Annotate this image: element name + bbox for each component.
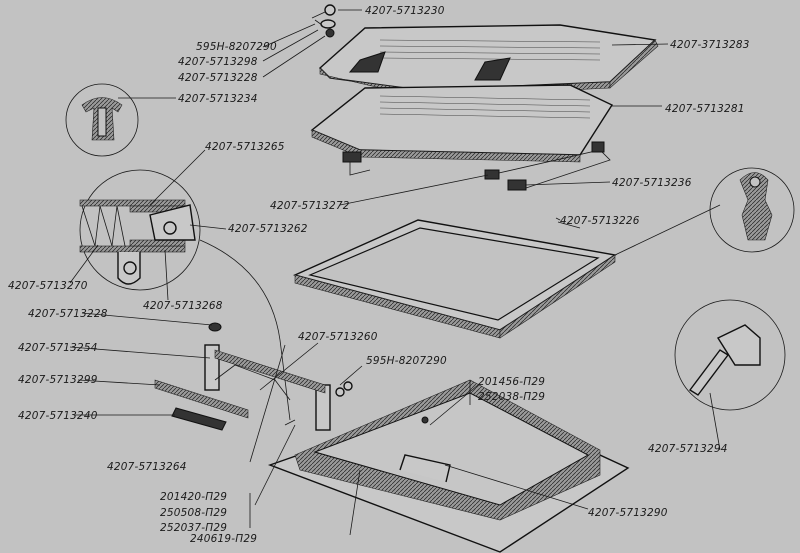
part-label: 4207-5713234 xyxy=(178,93,258,105)
part-label: 201420-П29 xyxy=(160,491,227,503)
detail-circle-handle-section xyxy=(65,83,139,157)
part-label: 4207-5713268 xyxy=(143,300,223,312)
part-label: 201456-П29 xyxy=(478,376,545,388)
part-label: 4207-5713226 xyxy=(560,215,640,227)
part-label: 595Н-8207290 xyxy=(196,41,277,53)
part-label: 4207-5713260 xyxy=(298,331,378,343)
part-label: 4207-5713230 xyxy=(365,5,445,17)
part-label: 4207-5713281 xyxy=(665,103,745,115)
part-label: 4207-5713294 xyxy=(648,443,728,455)
part-label: 4207-5713272 xyxy=(270,200,350,212)
part-label: 4207-5713264 xyxy=(107,461,187,473)
inner-lid-panel xyxy=(310,84,614,191)
part-label: 4207-5713254 xyxy=(18,342,98,354)
detail-circle-spring-section xyxy=(79,169,201,291)
part-label: 4207-5713265 xyxy=(205,141,285,153)
part-label: 4207-5713240 xyxy=(18,410,98,422)
detail-circle-pin xyxy=(674,299,786,411)
part-label: 595Н-8207290 xyxy=(366,355,447,367)
part-label: 4207-5713270 xyxy=(8,280,88,292)
part-label: 4207-5713299 xyxy=(18,374,98,386)
part-label: 4207-5713290 xyxy=(588,507,668,519)
lock-parts xyxy=(311,4,336,38)
part-label: 4207-5713228 xyxy=(28,308,108,320)
part-label: 250508-П29 xyxy=(160,507,227,519)
part-label: 240619-П29 xyxy=(190,533,257,545)
leader-lines xyxy=(69,9,721,536)
hinge-mechanism xyxy=(154,239,353,431)
part-label: 4207-5713262 xyxy=(228,223,308,235)
detail-circle-seal-profile xyxy=(709,167,795,253)
part-label: 4207-5713228 xyxy=(178,72,258,84)
part-label: 252037-П29 xyxy=(160,522,227,534)
part-label: 4207-3713283 xyxy=(670,39,750,51)
seal-frame xyxy=(292,219,617,339)
base-tray xyxy=(267,379,630,553)
part-label: 4207-5713298 xyxy=(178,56,258,68)
part-label: 252038-П29 xyxy=(478,391,545,403)
part-label: 4207-5713236 xyxy=(612,177,692,189)
